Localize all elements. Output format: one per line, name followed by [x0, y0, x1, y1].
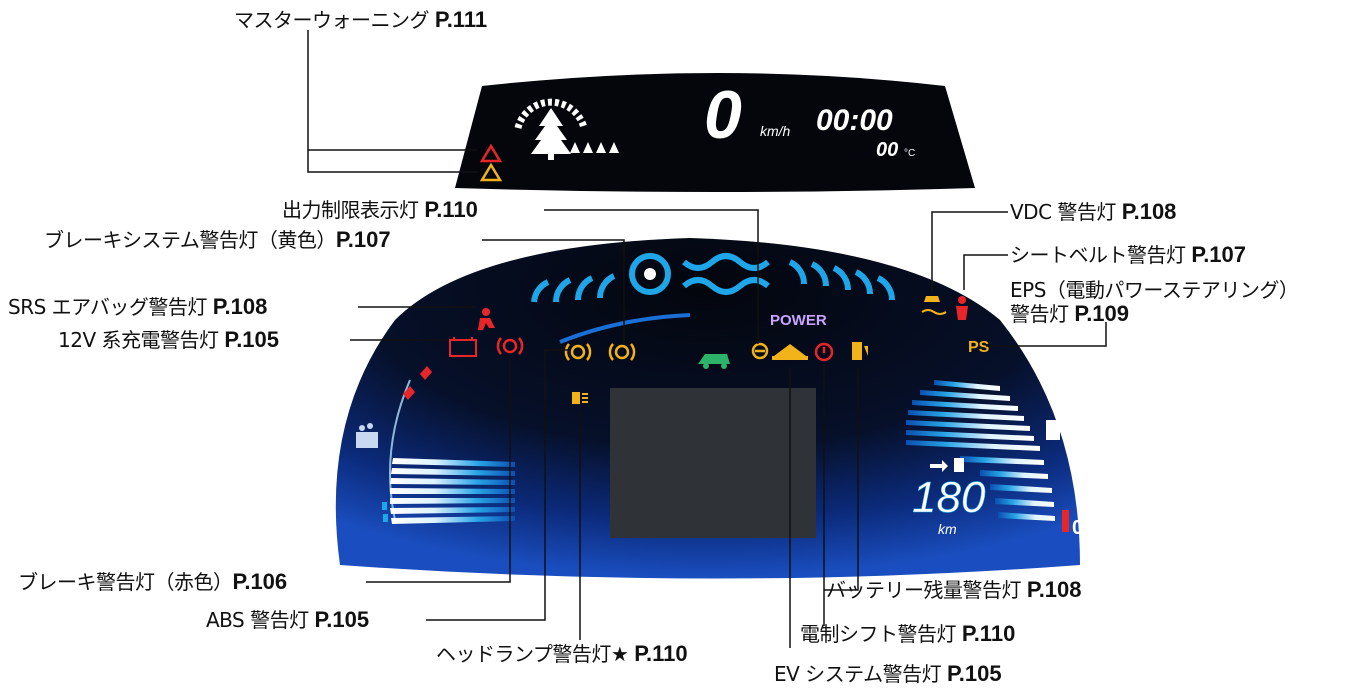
- charging-port-icon: [356, 423, 378, 448]
- battery-level-icon: [852, 342, 868, 360]
- range-readout: 180: [912, 473, 986, 522]
- gauge-full-label: 1: [1042, 370, 1052, 390]
- left-gauge-red-mark: [420, 366, 432, 380]
- page-ref: P.111: [434, 7, 488, 32]
- callout-label: ブレーキ警告灯（赤色）: [18, 570, 233, 594]
- callout-label: シートベルト警告灯: [1010, 243, 1186, 267]
- leader-lines: [307, 30, 1107, 648]
- page-ref: P.105: [314, 607, 370, 632]
- callout-label: マスターウォーニング: [234, 8, 430, 32]
- page-ref: P.110: [424, 197, 478, 222]
- range-unit: km: [938, 521, 957, 537]
- callout-master-warning: マスターウォーニング P.111: [234, 7, 488, 33]
- callout-ev-system: EV システム警告灯 P.105: [774, 661, 1002, 687]
- seatbelt-icon: [956, 296, 968, 320]
- callout-seatbelt: シートベルト警告灯 P.107: [1010, 242, 1247, 268]
- vdc-icon: [921, 296, 947, 315]
- headlamp-icon: [572, 392, 588, 404]
- page-ref: P.107: [335, 227, 391, 252]
- page-ref: P.108: [1121, 199, 1177, 224]
- page-ref: P.105: [946, 661, 1002, 686]
- power-dial-icon: [514, 98, 588, 160]
- regen-shift-icon: [814, 342, 834, 362]
- fuel-battery-icon: [1046, 420, 1068, 440]
- abs-icon: [564, 343, 592, 361]
- ps-label: PS: [968, 339, 990, 356]
- clock-readout: 00:00: [816, 104, 893, 137]
- eco-car-icon: [698, 354, 730, 369]
- page-ref: P.107: [1191, 242, 1247, 267]
- temperature-unit: °C: [904, 148, 915, 159]
- power-gauge-rings: [531, 253, 896, 303]
- left-level-bars: [390, 458, 515, 524]
- range-icon: [930, 458, 964, 472]
- callout-label: SRS エアバッグ警告灯: [8, 295, 207, 319]
- eco-tree-icons: [570, 142, 619, 157]
- callout-srs-airbag: SRS エアバッグ警告灯 P.108: [8, 294, 268, 320]
- page-ref: P.108: [212, 294, 268, 319]
- battery-12v-icon: [449, 337, 477, 357]
- power-label: POWER: [770, 312, 827, 329]
- callout-output-limit: 出力制限表示灯 P.110: [282, 197, 478, 223]
- speed-unit: km/h: [760, 123, 791, 139]
- callout-vdc: VDC 警告灯 P.108: [1010, 199, 1177, 225]
- callout-label: 出力制限表示灯: [282, 198, 419, 222]
- temperature-readout: 00: [876, 139, 898, 161]
- master-warning-amber-icon: [479, 162, 503, 182]
- right-level-bars: [906, 380, 1055, 521]
- callout-label: 電制シフト警告灯: [800, 622, 957, 646]
- ev-system-icon: [772, 344, 808, 360]
- callout-label-line2: 警告灯 P.109: [1010, 301, 1130, 327]
- regen-arc: [559, 313, 691, 344]
- callout-brake-red: ブレーキ警告灯（赤色）P.106: [18, 569, 288, 595]
- page-ref: P.110: [634, 641, 688, 666]
- center-lcd: [610, 388, 816, 538]
- brake-red-icon: [496, 337, 524, 355]
- page-ref: P.109: [1074, 301, 1130, 326]
- callout-eps: EPS（電動パワーステアリング） 警告灯 P.109: [1010, 278, 1299, 327]
- callout-battery-level: バッテリー残量警告灯 P.108: [826, 577, 1082, 603]
- master-warning-red-icon: [479, 143, 503, 163]
- page-ref: P.110: [961, 621, 1016, 646]
- left-level-accent: [382, 502, 388, 522]
- page-ref: P.108: [1026, 577, 1082, 602]
- upper-display-panel: [455, 73, 975, 192]
- srs-airbag-icon: [478, 308, 495, 330]
- callout-label: ブレーキシステム警告灯（黄色）: [44, 228, 336, 252]
- page-ref: P.106: [232, 569, 288, 594]
- gauge-empty-label: 0: [1072, 517, 1083, 539]
- callout-label: ヘッドランプ警告灯★: [436, 642, 629, 666]
- callout-label: バッテリー残量警告灯: [826, 578, 1022, 602]
- callout-brake-system-yellow: ブレーキシステム警告灯（黄色）P.107: [44, 227, 391, 253]
- callout-charge-12v: 12V 系充電警告灯 P.105: [58, 327, 280, 353]
- callout-abs: ABS 警告灯 P.105: [206, 607, 370, 633]
- output-limit-icon: [751, 342, 769, 360]
- brake-yellow-icon: [608, 343, 636, 361]
- right-gauge-low-mark: [1062, 510, 1069, 532]
- speed-readout: 0: [704, 77, 742, 153]
- callout-label: 12V 系充電警告灯: [58, 328, 219, 352]
- callout-label: VDC 警告灯: [1010, 200, 1116, 224]
- callout-label: EPS（電動パワーステアリング）: [1010, 278, 1299, 302]
- callout-label: ABS 警告灯: [206, 608, 309, 632]
- callout-headlamp: ヘッドランプ警告灯★ P.110: [436, 641, 688, 667]
- page-ref: P.105: [224, 327, 280, 352]
- callout-regen-shift: 電制シフト警告灯 P.110: [800, 621, 1016, 647]
- callout-label: EV システム警告灯: [774, 662, 942, 686]
- left-gauge-red-mark: [403, 386, 415, 400]
